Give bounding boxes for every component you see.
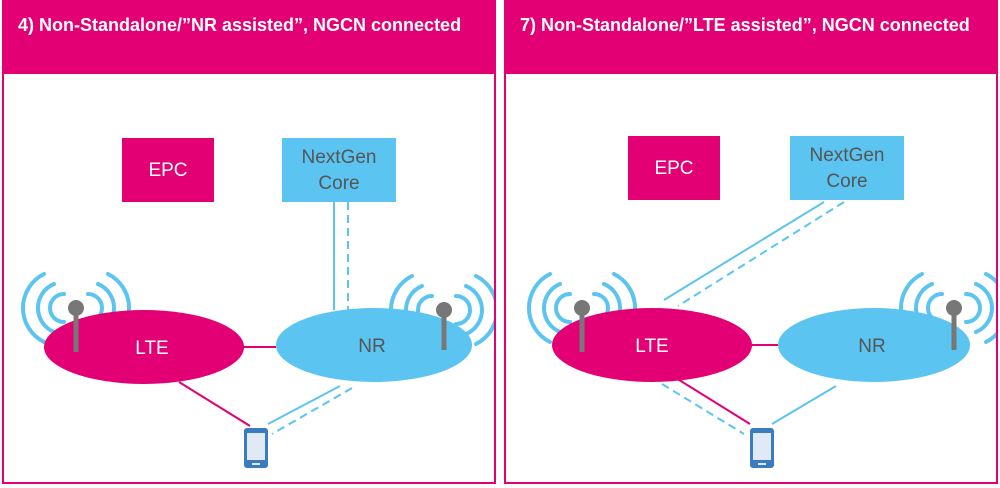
nextgen-core-box (282, 138, 396, 202)
epc-label: EPC (148, 160, 187, 181)
core-label: Core (826, 171, 867, 192)
nr-antenna-icon (946, 300, 962, 350)
lte-cell (552, 308, 752, 382)
lte-cell (44, 310, 244, 384)
nr-label: NR (358, 336, 385, 357)
nr-device-link (267, 385, 341, 425)
architecture-diagram: EPC NextGen Core LTE (21, 138, 494, 468)
nr-antenna-icon (436, 302, 452, 350)
nr-cell (276, 308, 472, 382)
nextgen-core-box (790, 136, 904, 200)
nr-label: NR (858, 336, 885, 357)
phone-icon (244, 428, 268, 468)
epc-label: EPC (654, 158, 693, 179)
lte-label: LTE (135, 338, 168, 359)
lte-core-control-link (663, 201, 825, 301)
panel-title: 4) Non-Standalone/”NR assisted”, NGCN co… (4, 2, 494, 74)
lte-antenna-icon (68, 300, 84, 352)
epc-box (122, 138, 214, 202)
lte-device-link (675, 377, 751, 425)
panel-lte-assisted: 7) Non-Standalone/”LTE assisted”, NGCN c… (504, 0, 998, 484)
architecture-diagram: EPC NextGen Core LTE (527, 136, 996, 468)
nr-cell (778, 308, 970, 382)
lte-device-user-link (661, 383, 745, 435)
lte-core-user-link (677, 201, 845, 307)
nextgen-label: NextGen (302, 147, 377, 168)
nr-device-link (771, 385, 837, 425)
core-label: Core (318, 173, 359, 194)
lte-label: LTE (635, 336, 668, 357)
epc-box (628, 136, 720, 200)
panel-nr-assisted: 4) Non-Standalone/”NR assisted”, NGCN co… (2, 0, 496, 484)
lte-device-link (178, 381, 251, 427)
nextgen-label: NextGen (810, 145, 885, 166)
panel-title: 7) Non-Standalone/”LTE assisted”, NGCN c… (506, 2, 996, 74)
phone-icon (750, 428, 774, 468)
nr-device-user-link (271, 387, 353, 435)
lte-antenna-icon (574, 300, 590, 352)
